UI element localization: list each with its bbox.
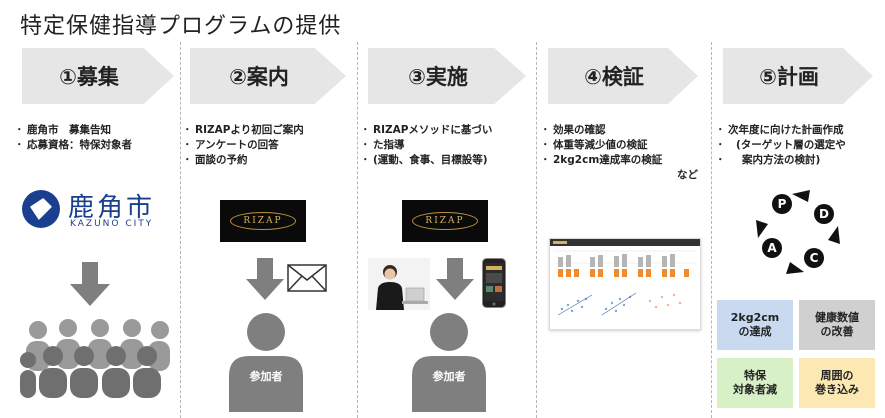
down-arrow-icon — [436, 258, 474, 300]
step-bullets: 鹿角市 募集告知 応募資格：特保対象者 — [14, 123, 132, 153]
result-tile: 特保 対象者減 — [717, 358, 793, 408]
step-header-arrow: ⑤計画 — [723, 48, 873, 104]
bullet-item bullet-continued: (ターゲット層の選定や — [715, 138, 846, 153]
tile-text: 特保 対象者減 — [733, 369, 777, 396]
result-tile: 2kg2cm の達成 — [717, 300, 793, 350]
participant-icon — [412, 313, 486, 412]
tile-text: 2kg2cm の達成 — [730, 311, 780, 338]
bullet-suffix: など — [677, 169, 698, 181]
tile-text: 健康数値 の改善 — [815, 311, 859, 338]
rizap-logo: RIZAP — [402, 200, 488, 242]
down-arrow-icon — [246, 258, 284, 300]
result-tile: 健康数値 の改善 — [799, 300, 875, 350]
participant-label: 参加者 — [432, 370, 466, 383]
crowd-icon — [20, 319, 170, 398]
result-tile: 周囲の 巻き込み — [799, 358, 875, 408]
step-header-arrow: ③実施 — [368, 48, 526, 104]
rizap-logo: RIZAP — [220, 200, 306, 242]
column-divider — [180, 42, 181, 418]
column-divider — [536, 42, 537, 418]
bullet-item bullet-continued: (運動、食事、目標設等) — [360, 153, 492, 168]
bullet-item: 効果の確認 — [540, 123, 702, 138]
bullet-item: 面談の予約 — [182, 153, 304, 168]
bullet-item: 応募資格：特保対象者 — [14, 138, 132, 153]
pdca-letter-c: C — [810, 251, 819, 265]
tile-text: 周囲の 巻き込み — [815, 369, 859, 396]
pdca-letter-a: A — [767, 241, 777, 255]
kazuno-city-logo: 鹿角市 KAZUNO CITY — [22, 188, 162, 234]
logo-name: 鹿角市 — [68, 193, 156, 223]
participant-label: 参加者 — [249, 370, 283, 383]
bullet-item bullet-continued: た指導 — [360, 138, 492, 153]
bullet-item: RIZAPメソッドに基づい — [360, 123, 492, 138]
bullet-item bullet-continued: 案内方法の検討) — [715, 153, 846, 168]
rizap-wordmark: RIZAP — [412, 212, 478, 230]
step-header-arrow: ④検証 — [548, 48, 698, 104]
bullet-item: 体重等減少値の検証 — [540, 138, 702, 153]
column-divider — [357, 42, 358, 418]
city-emblem-icon — [22, 190, 60, 228]
bullet-item: 2kg2cm達成率の検証 — [540, 153, 702, 168]
bullet-item: 次年度に向けた計画作成 — [715, 123, 846, 138]
step-header-arrow: ②案内 — [190, 48, 346, 104]
step-bullets: 次年度に向けた計画作成 (ターゲット層の選定や 案内方法の検討) — [715, 123, 846, 168]
step-bullets: 効果の確認 体重等減少値の検証 2kg2cm達成率の検証 など — [540, 123, 702, 183]
step-header-arrow: ①募集 — [22, 48, 174, 104]
step-label: ⑤計画 — [759, 65, 819, 89]
down-arrow-icon — [70, 262, 110, 306]
logo-subtitle: KAZUNO CITY — [70, 219, 154, 229]
rizap-wordmark: RIZAP — [230, 212, 296, 230]
page-title: 特定保健指導プログラムの提供 — [20, 14, 342, 39]
participant-icon — [229, 313, 303, 412]
step-bullets: RIZAPメソッドに基づい た指導 (運動、食事、目標設等) — [360, 123, 492, 168]
pdca-letter-d: D — [819, 207, 829, 221]
step-label: ②案内 — [229, 65, 289, 89]
step-label: ①募集 — [59, 65, 119, 89]
step-bullets: RIZAPより初回ご案内 アンケートの回答 面談の予約 — [182, 123, 304, 168]
pdca-letter-p: P — [778, 197, 787, 211]
bullet-item: RIZAPより初回ご案内 — [182, 123, 304, 138]
bullet-item: 鹿角市 募集告知 — [14, 123, 132, 138]
step-label: ④検証 — [584, 65, 644, 89]
step-label: ③実施 — [408, 65, 468, 89]
smartphone-icon — [482, 258, 506, 308]
dashboard-screenshot — [549, 238, 701, 330]
pdca-cycle-icon: P D C A — [756, 190, 840, 274]
bullet-item: アンケートの回答 — [182, 138, 304, 153]
envelope-icon — [287, 264, 327, 292]
trainer-photo — [368, 258, 430, 310]
column-divider — [711, 42, 712, 418]
